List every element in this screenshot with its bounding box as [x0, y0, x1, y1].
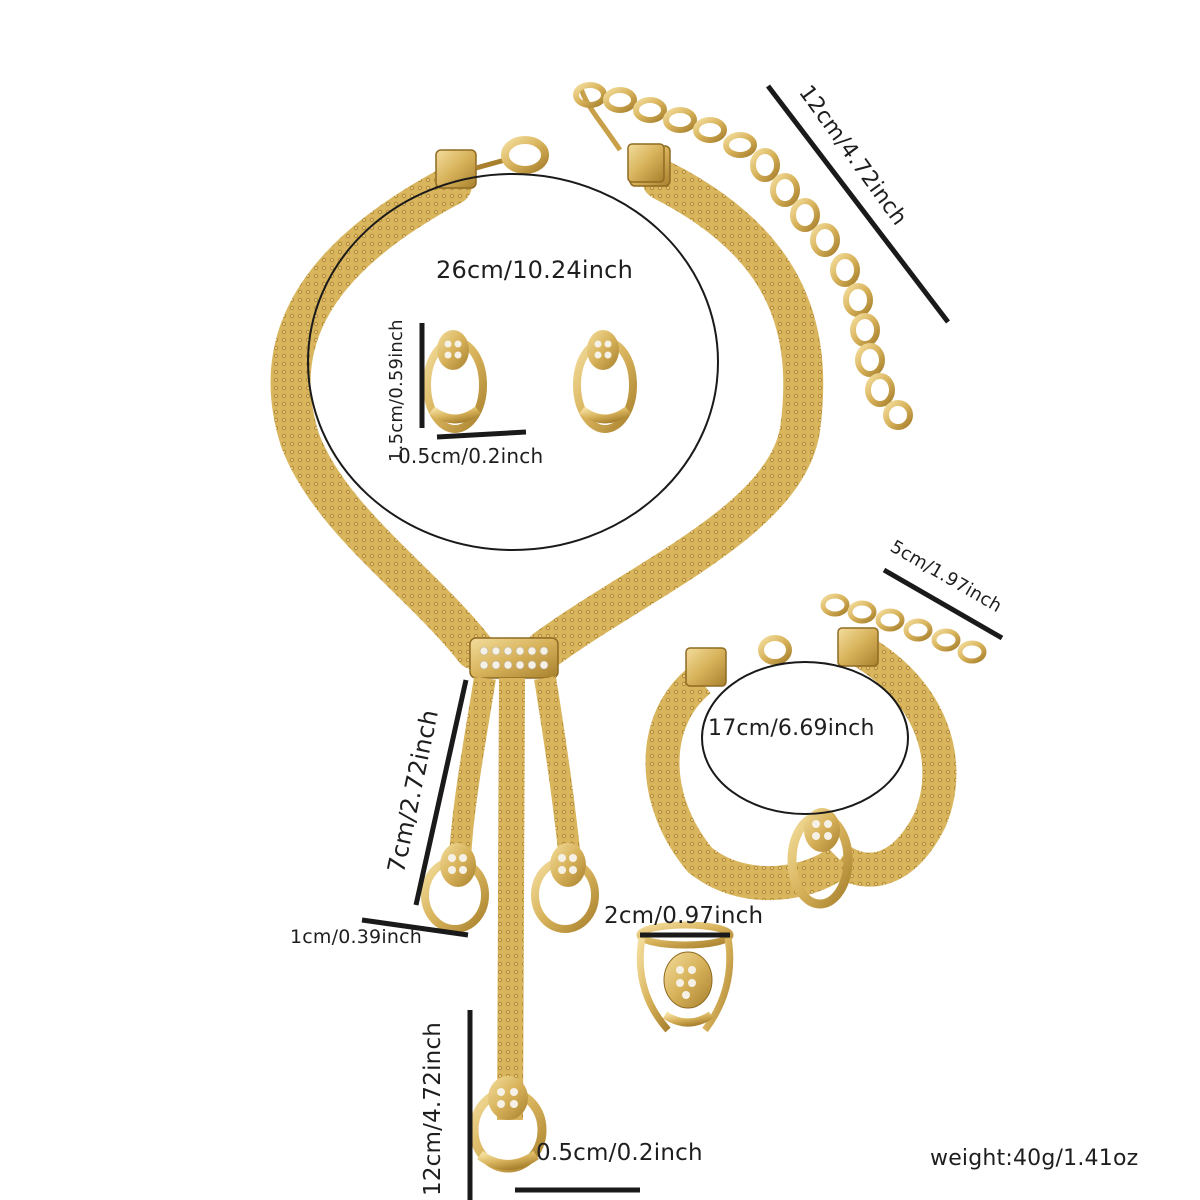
bracelet-length-ring [701, 661, 909, 815]
pendant-drop [469, 1076, 547, 1173]
tassel-drop-width-label: 1cm/0.39inch [290, 926, 422, 948]
pendant-length-label: 12cm/4.72inch [420, 1021, 446, 1196]
extender-length-line [766, 84, 950, 324]
bracelet-extender-line [882, 567, 1004, 641]
pendant-width-label: 0.5cm/0.2inch [536, 1140, 703, 1166]
tassel-drop-width-line [361, 917, 469, 938]
tassel-drop-left [421, 843, 489, 933]
weight-label: weight:40g/1.41oz [930, 1146, 1139, 1171]
bracelet-length-label: 17cm/6.69inch [708, 716, 875, 741]
ring [636, 921, 734, 1033]
tassel-length-line [413, 679, 469, 906]
measurement-guides [307, 84, 1004, 1200]
bracelet [645, 593, 987, 909]
necklace-length-label: 26cm/10.24inch [436, 256, 633, 284]
necklace-length-ring [307, 173, 719, 551]
tassel-drop-right [531, 843, 599, 933]
earring-height-label: 1.5cm/0.59inch [386, 319, 407, 462]
extender-chain [573, 82, 913, 430]
earring-left [423, 330, 487, 433]
ring-width-label: 2cm/0.97inch [604, 903, 764, 929]
earring-width-line [436, 429, 527, 440]
earring-width-label: 0.5cm/0.2inch [398, 444, 544, 468]
earring-right [573, 330, 637, 433]
